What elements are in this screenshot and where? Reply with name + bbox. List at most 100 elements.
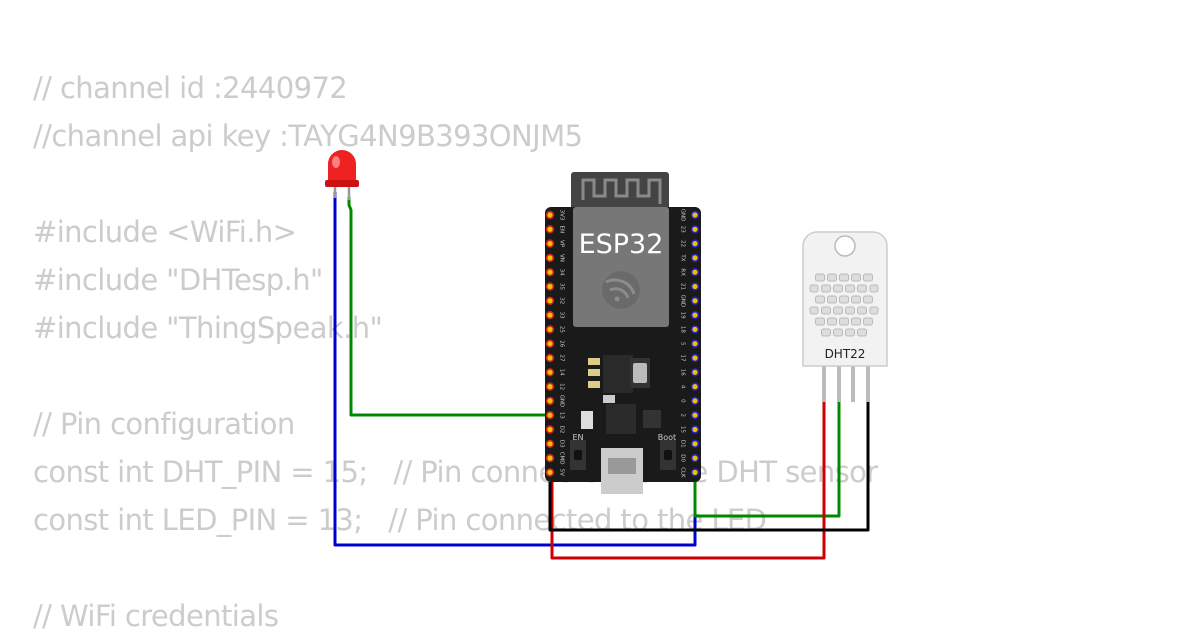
right-header-pin-label: 16: [680, 369, 686, 376]
right-header-pin[interactable]: [690, 296, 700, 305]
right-header-pin[interactable]: [690, 353, 700, 363]
dht22-sensor[interactable]: DHT22: [802, 231, 888, 402]
right-header-pin[interactable]: [690, 411, 700, 420]
grille-slot: [857, 306, 867, 315]
left-header-pin[interactable]: [545, 425, 555, 434]
smd-component: [588, 381, 600, 388]
left-header-pin[interactable]: [545, 339, 555, 348]
right-header-pin-label: 21: [680, 283, 686, 290]
right-header-pin[interactable]: [690, 396, 700, 406]
right-header-pin-label: CLK: [680, 467, 686, 478]
right-header-pin[interactable]: [690, 382, 700, 391]
right-header-pin[interactable]: [690, 339, 700, 348]
right-header-pin-label: 15: [680, 426, 686, 433]
wire-dht-vcc-red[interactable]: [550, 400, 826, 560]
led-highlight: [332, 156, 340, 168]
left-header-pin[interactable]: [545, 253, 555, 263]
grille-slot: [851, 273, 861, 282]
left-header-pin[interactable]: [545, 396, 555, 406]
right-header-pin-label: GND: [680, 294, 686, 307]
left-header-pin-label: 25: [559, 326, 565, 333]
right-header-pin-label: 18: [680, 326, 686, 333]
led[interactable]: [325, 150, 359, 200]
left-header-pin-label: 26: [559, 340, 565, 347]
left-header-pin-label: 35: [559, 283, 565, 290]
code-line: #include "DHTesp.h": [33, 263, 323, 297]
smd-component: [643, 410, 661, 428]
right-header-pin[interactable]: [690, 239, 700, 248]
right-header-pin[interactable]: [690, 439, 700, 448]
code-line: // Pin configuration: [33, 407, 295, 441]
right-header-pin[interactable]: [690, 268, 700, 277]
right-header-pin[interactable]: [690, 453, 700, 463]
grille-slot: [839, 295, 849, 304]
left-header-pin[interactable]: [545, 325, 555, 334]
wire-led-anode-green[interactable]: [347, 197, 548, 417]
left-header-pin-label: 27: [559, 355, 565, 362]
grille-slot: [833, 284, 843, 293]
left-header-pin-label: 33: [559, 312, 565, 319]
right-header-pin[interactable]: [690, 310, 700, 320]
right-header-pin-label: RX: [680, 268, 686, 276]
right-header-pin[interactable]: [690, 325, 700, 334]
wire-dht-gnd-black[interactable]: [548, 400, 870, 532]
smd-component: [603, 395, 615, 403]
left-header-pin-label: 13: [559, 412, 565, 419]
grille-slot: [863, 273, 873, 282]
left-header-pin[interactable]: [545, 210, 555, 220]
left-header-pin[interactable]: [545, 225, 555, 234]
espressif-logo-icon: [602, 271, 640, 309]
left-header-pin[interactable]: [545, 282, 555, 291]
right-header-pin-label: 4: [680, 385, 686, 389]
usb-chip: [606, 404, 636, 434]
right-header-pin-label: 5: [680, 342, 686, 346]
left-header-pin[interactable]: [545, 353, 555, 363]
left-header-pin-label: D2: [559, 426, 565, 434]
right-header-pin[interactable]: [690, 225, 700, 234]
left-header-pin[interactable]: [545, 239, 555, 248]
left-header-pin[interactable]: [545, 296, 555, 305]
right-header-pin[interactable]: [690, 425, 700, 434]
right-header-pin-label: 19: [680, 312, 686, 319]
left-header-pin[interactable]: [545, 368, 555, 377]
right-header-pin[interactable]: [690, 253, 700, 263]
left-header-pin[interactable]: [545, 411, 555, 420]
left-header-pin[interactable]: [545, 310, 555, 320]
grille-slot: [869, 306, 879, 315]
left-header-pin[interactable]: [545, 453, 555, 463]
grille-slot: [827, 317, 837, 326]
left-header-pin-label: 3V3: [559, 210, 565, 221]
boot-label: Boot: [658, 433, 676, 442]
right-header-pin[interactable]: [690, 210, 700, 220]
grille-slot: [839, 273, 849, 282]
regulator-tab: [633, 363, 647, 383]
left-header-pin-label: 5V: [559, 469, 565, 476]
wire-dht-data-green[interactable]: [693, 400, 841, 518]
smd-component: [588, 358, 600, 365]
led-rim: [325, 180, 359, 187]
grille-slot: [833, 306, 843, 315]
right-header-pin[interactable]: [690, 368, 700, 377]
left-header-pin-label: CMD: [559, 452, 565, 465]
right-header-pin-label: 2: [680, 413, 686, 417]
left-header-pin-label: D3: [559, 440, 565, 448]
right-header-pin-label: 22: [680, 240, 686, 247]
board-label: ESP32: [579, 229, 664, 260]
en-button-cap: [574, 450, 582, 460]
left-header-pin[interactable]: [545, 268, 555, 277]
mount-hole: [834, 235, 856, 257]
left-header-pin-label: 34: [559, 269, 565, 276]
left-header-pin[interactable]: [545, 468, 555, 477]
left-header-pin[interactable]: [545, 439, 555, 448]
grille-slot: [845, 284, 855, 293]
left-header-pin[interactable]: [545, 382, 555, 391]
rf-shield: [573, 207, 669, 327]
left-header-pin-label: EN: [559, 226, 565, 234]
right-header-pin[interactable]: [690, 282, 700, 291]
esp32-board[interactable]: ESP32 EN Boot 3V3ENVPVN34353233252627141…: [545, 172, 701, 494]
grille-slot: [863, 317, 873, 326]
right-header-pin[interactable]: [690, 468, 700, 477]
grille-slot: [809, 306, 819, 315]
grille-slot: [833, 328, 843, 337]
